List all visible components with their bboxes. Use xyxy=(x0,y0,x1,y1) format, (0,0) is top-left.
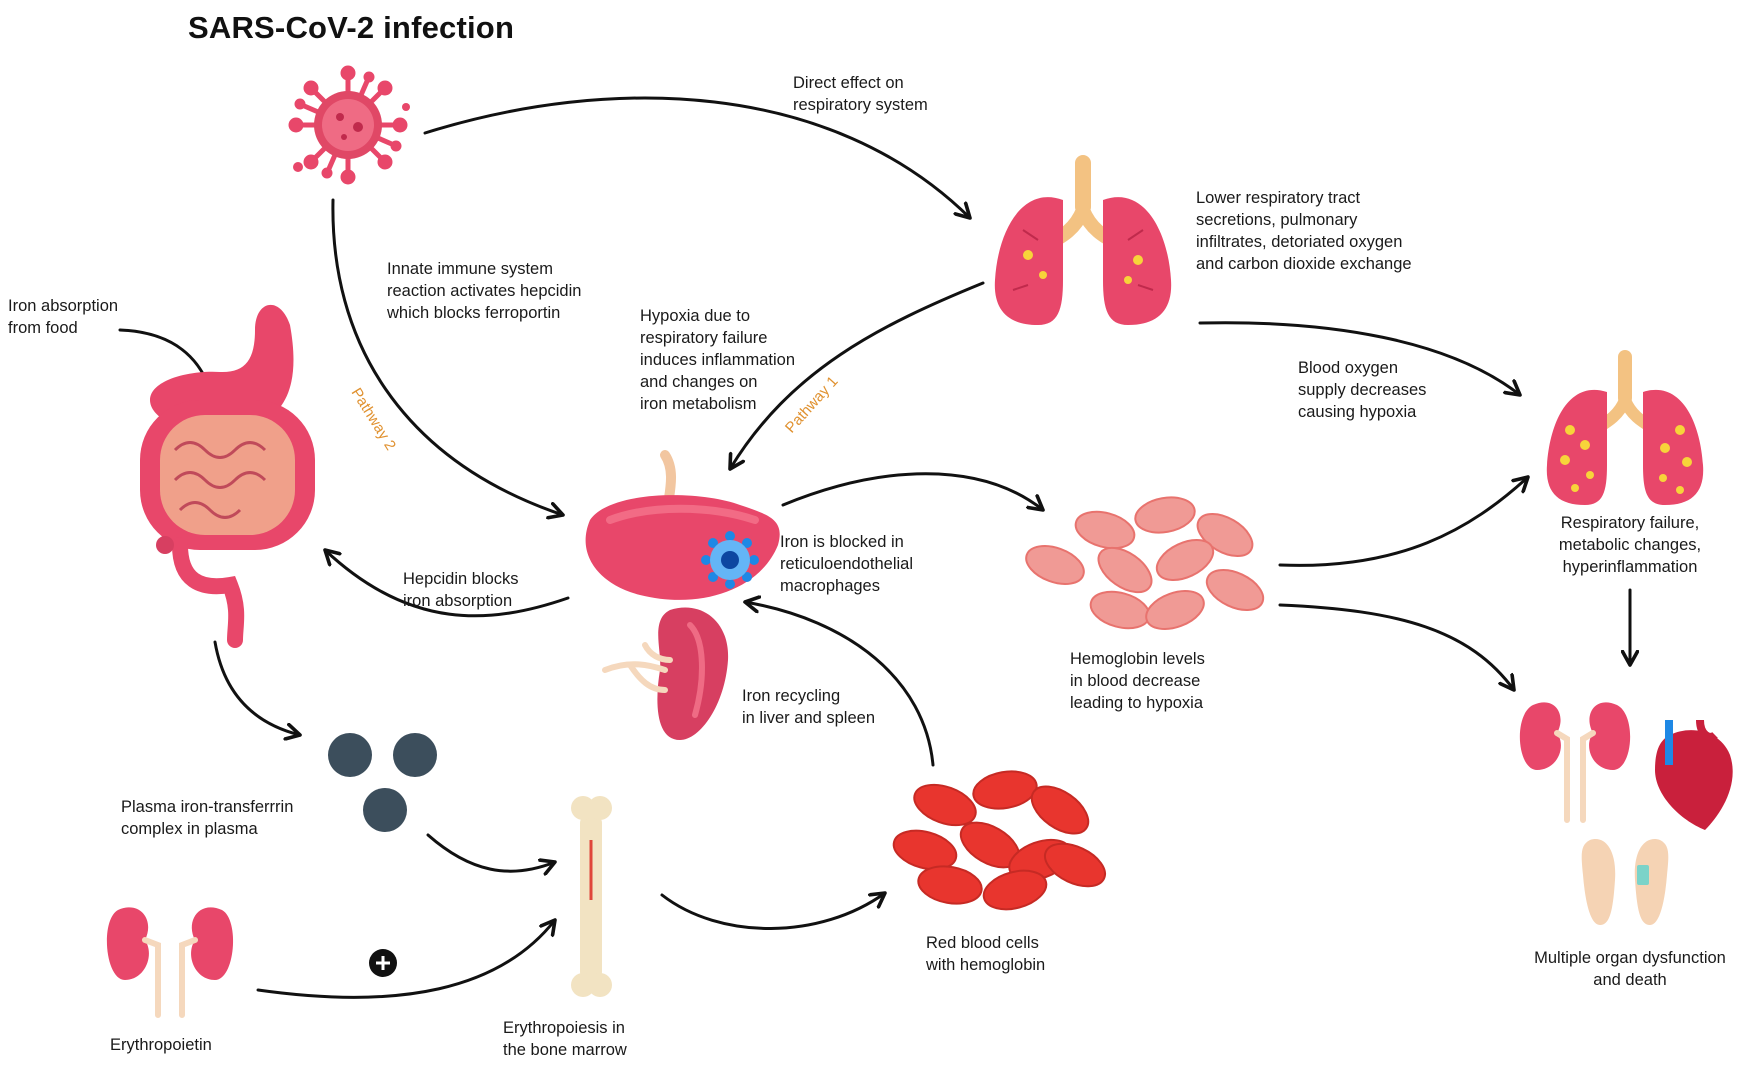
arrow-rbc-to-liver xyxy=(745,602,935,767)
arrow-lungs-to-liver xyxy=(730,281,985,469)
arrow-plasma-to-bone xyxy=(426,833,555,871)
label-multiple-organ: Multiple organ dysfunction and death xyxy=(1534,949,1726,989)
feet-icon xyxy=(1581,839,1669,925)
label-erythropoietin: Erythropoietin xyxy=(110,1036,212,1054)
arrow-liver-to-gut xyxy=(325,550,570,618)
diagram-title: SARS-CoV-2 infection xyxy=(188,10,515,45)
damaged-lungs-icon xyxy=(1546,350,1704,505)
label-blood-oxygen: Blood oxygen supply decreases causing hy… xyxy=(1298,359,1427,421)
arrow-virus-to-lungs xyxy=(423,96,970,218)
label-plasma-iron: Plasma iron-transferrrin complex in plas… xyxy=(121,798,294,838)
failing-kidneys-icon xyxy=(1519,702,1631,823)
label-iron-absorption-food: Iron absorption from food xyxy=(8,297,119,337)
arrow-liver-to-hemoglobin xyxy=(781,472,1043,510)
arrow-hemoglobin-to-failure xyxy=(1278,477,1528,567)
label-innate-immune: Innate immune system reaction activates … xyxy=(387,260,582,322)
label-red-blood-cells: Red blood cells with hemoglobin xyxy=(926,934,1046,974)
label-direct-effect: Direct effect on respiratory system xyxy=(793,74,928,114)
lungs-icon xyxy=(994,155,1172,325)
virus-icon xyxy=(288,65,410,185)
arrow-epo-to-bone xyxy=(256,920,555,999)
label-erythropoiesis: Erythropoiesis in the bone marrow xyxy=(503,1019,627,1059)
arrow-lungs-to-failure xyxy=(1198,321,1520,395)
label-hypoxia-respiratory: Hypoxia due to respiratory failure induc… xyxy=(640,307,795,413)
heart-icon xyxy=(1655,719,1733,830)
label-hemoglobin-levels: Hemoglobin levels in blood decrease lead… xyxy=(1070,650,1205,712)
digestive-system-icon xyxy=(140,304,315,648)
plus-icon xyxy=(369,949,397,977)
arrow-bone-to-rbc xyxy=(660,893,885,930)
red-blood-cells-icon xyxy=(892,770,1106,911)
arrow-hemoglobin-to-organs xyxy=(1278,603,1514,690)
kidneys-icon xyxy=(106,907,234,1018)
bone-icon xyxy=(571,796,612,997)
iron-transferrin-icon xyxy=(328,733,437,832)
macrophage-icon xyxy=(701,531,759,589)
label-hepcidin-blocks: Hepcidin blocks iron absorption xyxy=(403,570,519,610)
spleen-icon xyxy=(602,607,729,740)
label-lower-respiratory: Lower respiratory tract secretions, pulm… xyxy=(1196,189,1412,273)
label-iron-recycling: Iron recycling in liver and spleen xyxy=(742,687,875,727)
label-respiratory-failure: Respiratory failure, metabolic changes, … xyxy=(1558,514,1702,576)
pale-red-cells-icon xyxy=(1025,496,1265,630)
label-iron-blocked: Iron is blocked in reticuloendothelial m… xyxy=(780,533,914,595)
arrow-gut-to-plasma xyxy=(213,640,300,735)
arrow-virus-to-liver xyxy=(331,198,563,515)
